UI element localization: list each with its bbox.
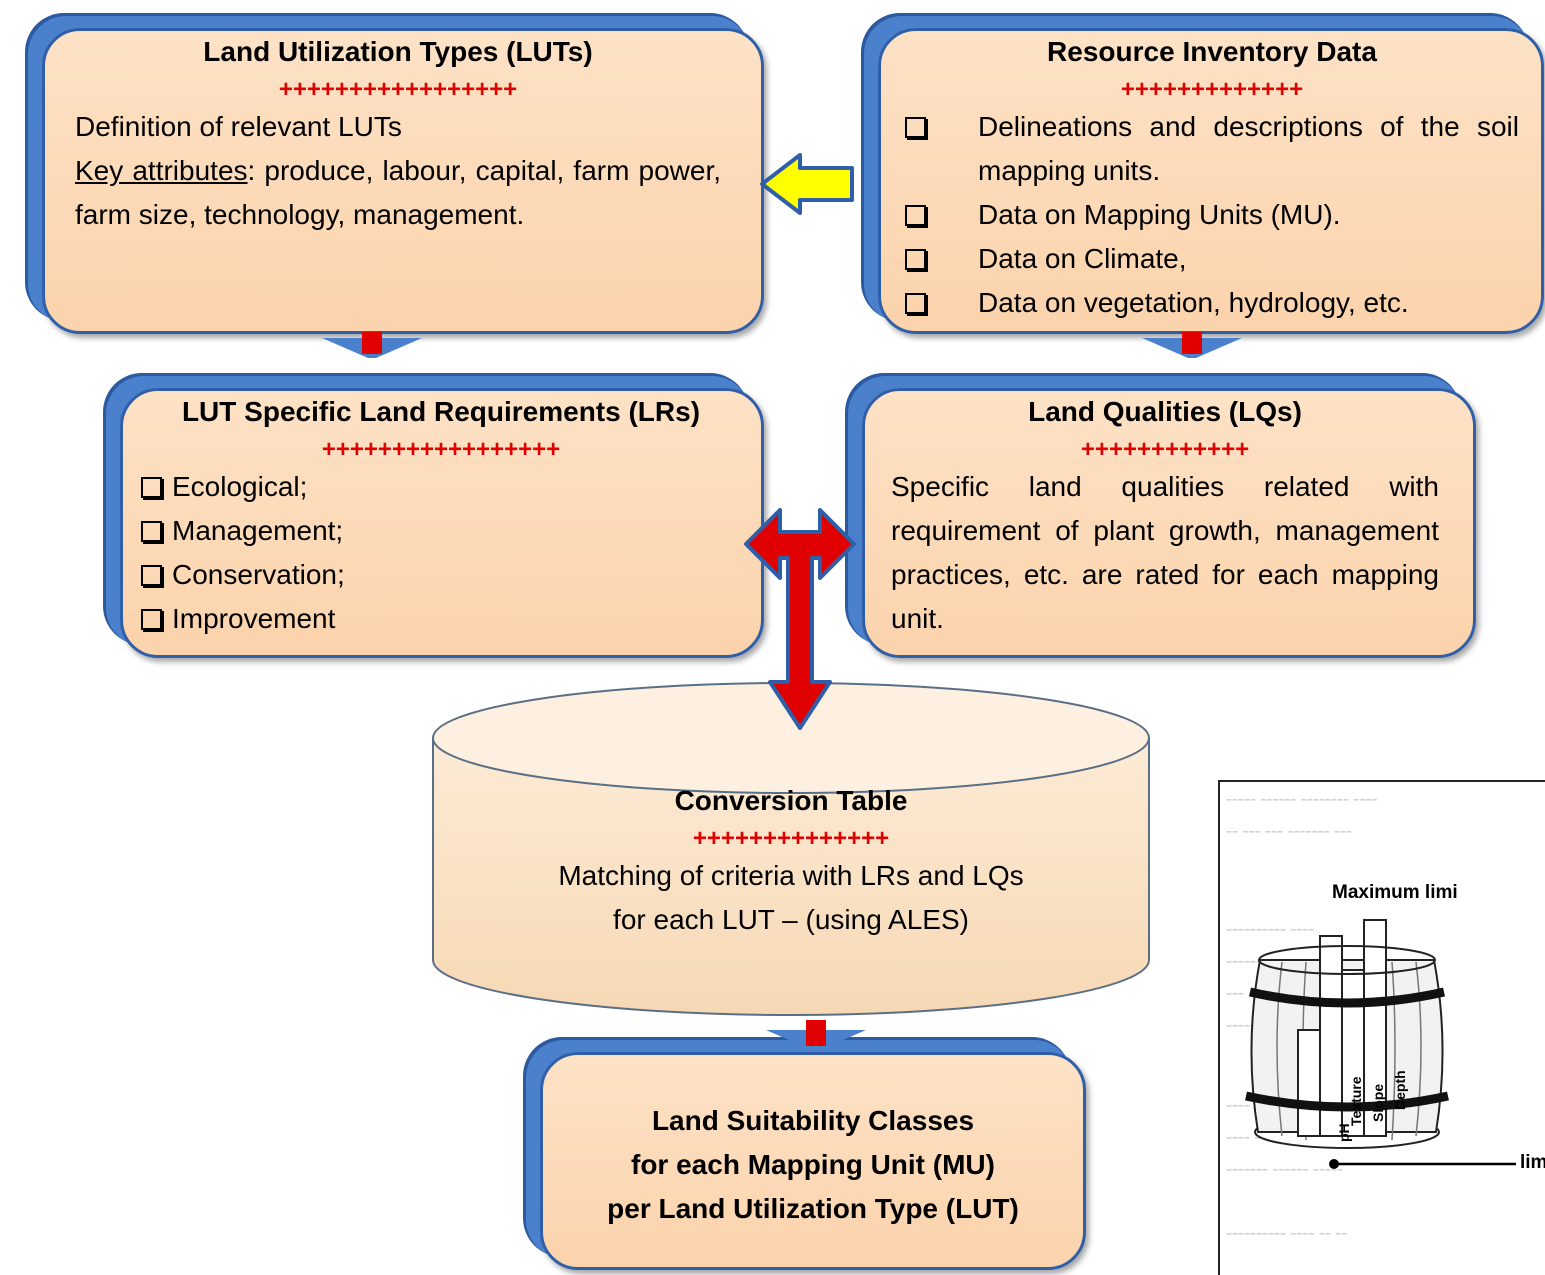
lrs-item-4-text: Improvement — [172, 603, 336, 634]
stave-label-ph: pH — [1336, 1123, 1352, 1142]
resource-item-3-text: Data on Climate, — [978, 243, 1187, 274]
barrel-heading: Maximum limi — [1332, 882, 1458, 903]
lrs-item-3-text: Conservation; — [172, 559, 345, 590]
lqs-text: Specific land qualities related with req… — [891, 471, 1439, 634]
resource-item-4-text: Data on vegetation, hydrology, etc. — [978, 287, 1409, 318]
lrs-item-3: Conservation; — [141, 553, 741, 597]
limit-pointer-line — [1329, 1159, 1516, 1169]
lqs-box: Land Qualities (LQs) ++++++++++++ Specif… — [862, 388, 1476, 658]
faint-text: -- --- --- ------- --- — [1226, 820, 1352, 840]
conversion-line-1: Matching of criteria with LRs and LQs — [558, 860, 1024, 891]
lrs-item-1-text: Ecological; — [172, 471, 308, 502]
resource-plus-divider: +++++++++++++ — [1120, 76, 1304, 103]
resource-item-2-text: Data on Mapping Units (MU). — [978, 199, 1341, 230]
lrs-title: LUT Specific Land Requirements (LRs) — [181, 396, 701, 427]
luts-definition: Definition of relevant LUTs — [75, 111, 402, 142]
luts-key-text: : produce, labour, capital, farm power, … — [75, 155, 721, 230]
conversion-plus-divider: ++++++++++++++ — [692, 825, 890, 852]
suitability-box: Land Suitability Classes for each Mappin… — [540, 1052, 1086, 1270]
checkbox-icon — [141, 565, 162, 586]
resource-box: Resource Inventory Data +++++++++++++ De… — [878, 28, 1544, 334]
lrs-item-4: Improvement — [141, 597, 741, 641]
conversion-line-2: for each LUT – (using ALES) — [613, 904, 969, 935]
resource-item-1: Delineations and descriptions of the soi… — [905, 105, 1519, 193]
faint-text: ------- ------ ----- — [1226, 1158, 1343, 1178]
checkbox-icon — [141, 521, 162, 542]
lqs-title: Land Qualities (LQs) — [1028, 396, 1302, 427]
resource-item-1-text: Delineations and descriptions of the soi… — [978, 111, 1519, 186]
luts-plus-divider: +++++++++++++++++ — [278, 76, 518, 103]
suitability-line-2: for each Mapping Unit (MU) — [631, 1149, 995, 1180]
lrs-item-1: Ecological; — [141, 465, 741, 509]
down-arrow-conversion-to-suitability — [766, 1020, 866, 1050]
luts-key-label: Key attributes — [75, 155, 248, 186]
resource-item-4: Data on vegetation, hydrology, etc. — [905, 281, 1519, 325]
luts-title: Land Utilization Types (LUTs) — [203, 36, 593, 67]
down-arrow-resource-to-lqs — [1142, 332, 1242, 358]
checkbox-icon — [905, 293, 926, 314]
limit-pointer-label: lim — [1520, 1152, 1545, 1173]
faint-text: ---------- ---- -- -- — [1226, 1222, 1348, 1242]
yellow-left-arrow — [760, 153, 854, 215]
lqs-plus-divider: ++++++++++++ — [1080, 436, 1250, 463]
stave-label-slope: Slope — [1370, 1083, 1386, 1122]
faint-text: ----- ------ -------- ---- — [1226, 788, 1378, 808]
red-t-arrow — [744, 508, 856, 730]
lrs-plus-divider: +++++++++++++++++ — [321, 436, 561, 463]
barrel-icon — [1245, 919, 1449, 1149]
suitability-line-3: per Land Utilization Type (LUT) — [607, 1193, 1019, 1224]
faint-text: ---------- ---- — [1226, 918, 1315, 938]
stave-label-depth: Depth — [1392, 1070, 1408, 1110]
luts-key-attributes: Key attributes: produce, labour, capital… — [75, 149, 721, 237]
checkbox-icon — [905, 249, 926, 270]
checkbox-icon — [905, 205, 926, 226]
resource-title: Resource Inventory Data — [1047, 36, 1377, 67]
luts-box: Land Utilization Types (LUTs) ++++++++++… — [42, 28, 764, 334]
stave-label-texture: Texture — [1348, 1076, 1364, 1126]
conversion-content: Conversion Table ++++++++++++++ Matching… — [430, 784, 1152, 942]
resource-item-2: Data on Mapping Units (MU). — [905, 193, 1519, 237]
barrel-illustration-panel: ----- ------ -------- ---- -- --- --- --… — [1218, 780, 1545, 1275]
lrs-item-2-text: Management; — [172, 515, 344, 546]
lrs-box: LUT Specific Land Requirements (LRs) +++… — [120, 388, 764, 658]
conversion-title: Conversion Table — [674, 785, 908, 816]
checkbox-icon — [141, 477, 162, 498]
lrs-item-2: Management; — [141, 509, 741, 553]
suitability-line-1: Land Suitability Classes — [651, 1105, 975, 1136]
resource-item-3: Data on Climate, — [905, 237, 1519, 281]
checkbox-icon — [905, 117, 926, 138]
checkbox-icon — [141, 609, 162, 630]
down-arrow-luts-to-lrs — [322, 332, 422, 358]
